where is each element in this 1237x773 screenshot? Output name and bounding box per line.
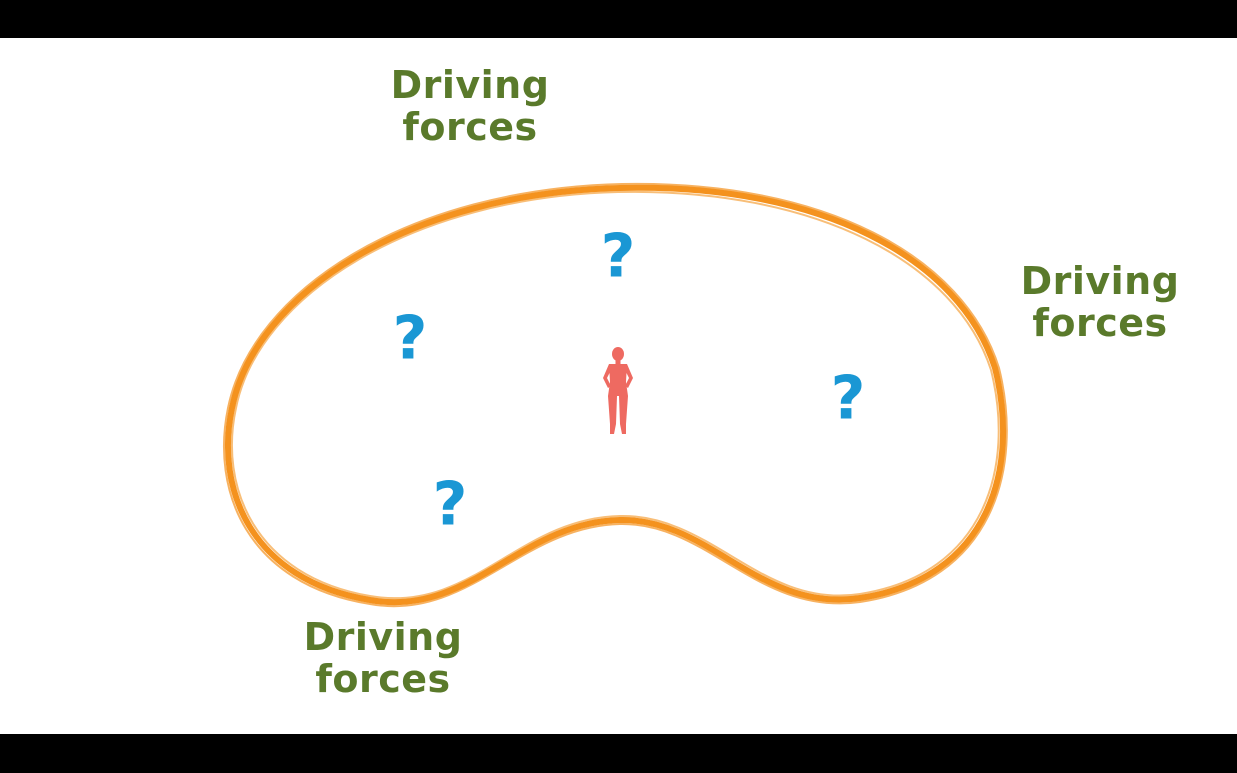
- person-silhouette-icon: [603, 347, 633, 434]
- question-mark-icon: ?: [393, 304, 428, 374]
- question-mark-right: ?: [831, 364, 866, 434]
- label-line-1: Driving: [390, 63, 550, 107]
- question-mark-left: ?: [393, 304, 428, 374]
- letterbox-top: [0, 0, 1237, 38]
- label-line-2: forces: [1032, 301, 1168, 345]
- question-mark-icon: ?: [601, 222, 636, 292]
- label-line-1: Driving: [303, 615, 463, 659]
- label-line-2: forces: [402, 105, 538, 149]
- question-mark-bottom: ?: [433, 470, 468, 540]
- question-mark-icon: ?: [831, 364, 866, 434]
- letterbox-bottom: [0, 734, 1237, 773]
- driving-forces-label-bottom: Driving forces: [283, 616, 483, 700]
- boundary-stroke-main: [224, 184, 1007, 606]
- label-line-2: forces: [315, 657, 451, 701]
- boundary-shape: [223, 182, 1008, 608]
- boundary-stroke-accent-2: [230, 190, 1000, 600]
- diagram-stage: ? ? ? ? Driving fo: [0, 38, 1237, 734]
- label-line-1: Driving: [1020, 259, 1180, 303]
- boundary-stroke-accent-1: [223, 182, 1008, 608]
- driving-forces-label-right: Driving forces: [1000, 260, 1200, 344]
- driving-forces-label-top: Driving forces: [370, 64, 570, 148]
- question-mark-icon: ?: [433, 470, 468, 540]
- diagram-canvas: ? ? ? ?: [223, 182, 1008, 608]
- question-mark-top: ?: [601, 222, 636, 292]
